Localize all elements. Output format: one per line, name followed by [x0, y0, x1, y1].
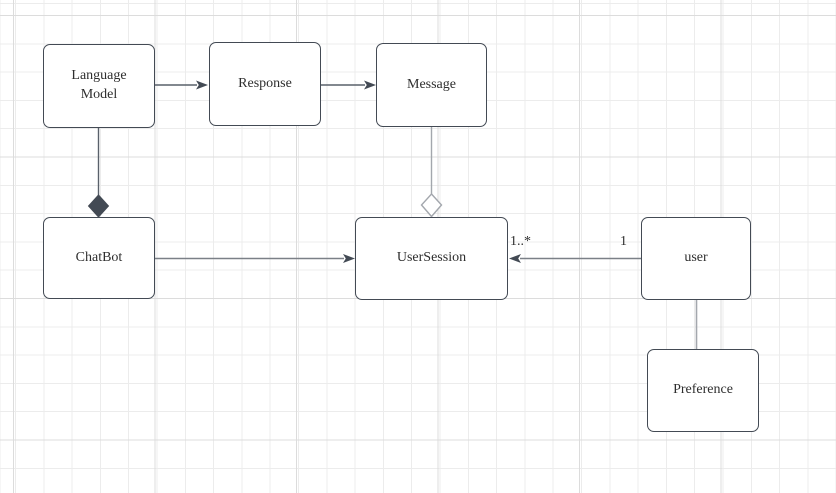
- node-language-model[interactable]: Language Model: [43, 44, 155, 128]
- edge-message-usersession[interactable]: [420, 127, 443, 218]
- arrowhead-icon: [509, 254, 521, 263]
- edge-languagemodel-chatbot[interactable]: [87, 128, 110, 218]
- multiplicity-label-source[interactable]: 1: [620, 234, 627, 249]
- arrowhead-icon: [343, 254, 355, 263]
- node-label: Preference: [673, 382, 733, 398]
- node-label: ChatBot: [75, 249, 123, 265]
- composition-diamond-icon: [87, 194, 110, 218]
- node-label: user: [684, 250, 708, 266]
- edge-languagemodel-to-response[interactable]: [155, 80, 208, 90]
- node-message[interactable]: Message: [376, 43, 487, 127]
- arrowhead-icon: [196, 80, 208, 90]
- node-preference[interactable]: Preference: [647, 349, 759, 432]
- node-label: Language Model: [71, 68, 127, 102]
- multiplicity-label-target[interactable]: 1..*: [510, 234, 531, 249]
- node-usersession[interactable]: UserSession: [355, 217, 508, 300]
- edge-chatbot-to-usersession[interactable]: [155, 254, 355, 263]
- aggregation-diamond-icon: [420, 192, 443, 218]
- node-response[interactable]: Response: [209, 42, 321, 126]
- node-chatbot[interactable]: ChatBot: [43, 217, 155, 299]
- node-label: Message: [407, 76, 456, 92]
- node-label: UserSession: [396, 250, 467, 266]
- node-label: Response: [238, 75, 292, 91]
- edge-user-to-usersession[interactable]: [509, 254, 641, 263]
- arrowhead-icon: [364, 80, 376, 90]
- edge-response-to-message[interactable]: [321, 80, 376, 90]
- node-user[interactable]: user: [641, 217, 751, 300]
